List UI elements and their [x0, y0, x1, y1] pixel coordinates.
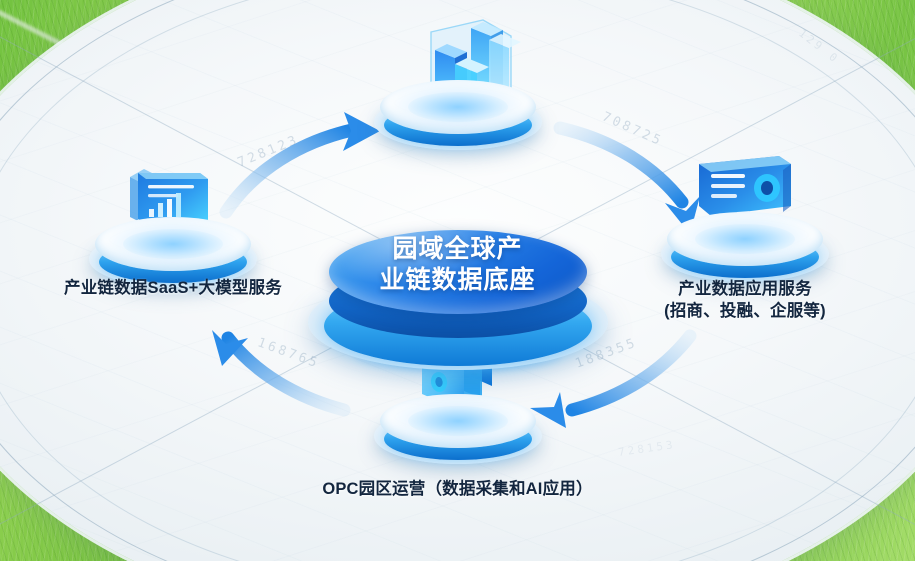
node-right-label-line2: (招商、投融、企服等) — [664, 302, 826, 320]
node-right-label: 产业数据应用服务 (招商、投融、企服等) — [608, 278, 882, 322]
node-bottom-label: OPC园区运营（数据采集和AI应用） — [322, 480, 593, 498]
arrow-bottom-to-left — [212, 330, 351, 417]
center-label-line2: 业链数据底座 — [379, 266, 536, 294]
pedestal — [373, 80, 542, 152]
center-platform[interactable]: 园域全球产 业链数据底座 — [293, 230, 623, 386]
center-platform-label: 园域全球产 业链数据底座 — [338, 234, 578, 296]
node-left-label: 产业链数据SaaS+大模型服务 — [64, 279, 282, 297]
arrow-right-to-bottom — [530, 329, 697, 428]
center-disc-top — [328, 230, 587, 314]
pedestal — [89, 217, 257, 289]
pedestal — [661, 212, 829, 284]
arrow-left-to-top — [219, 112, 380, 219]
node-right-label-line1: 产业数据应用服务 — [678, 280, 812, 298]
pedestal — [373, 394, 542, 466]
center-label-line1: 园域全球产 — [392, 235, 523, 263]
